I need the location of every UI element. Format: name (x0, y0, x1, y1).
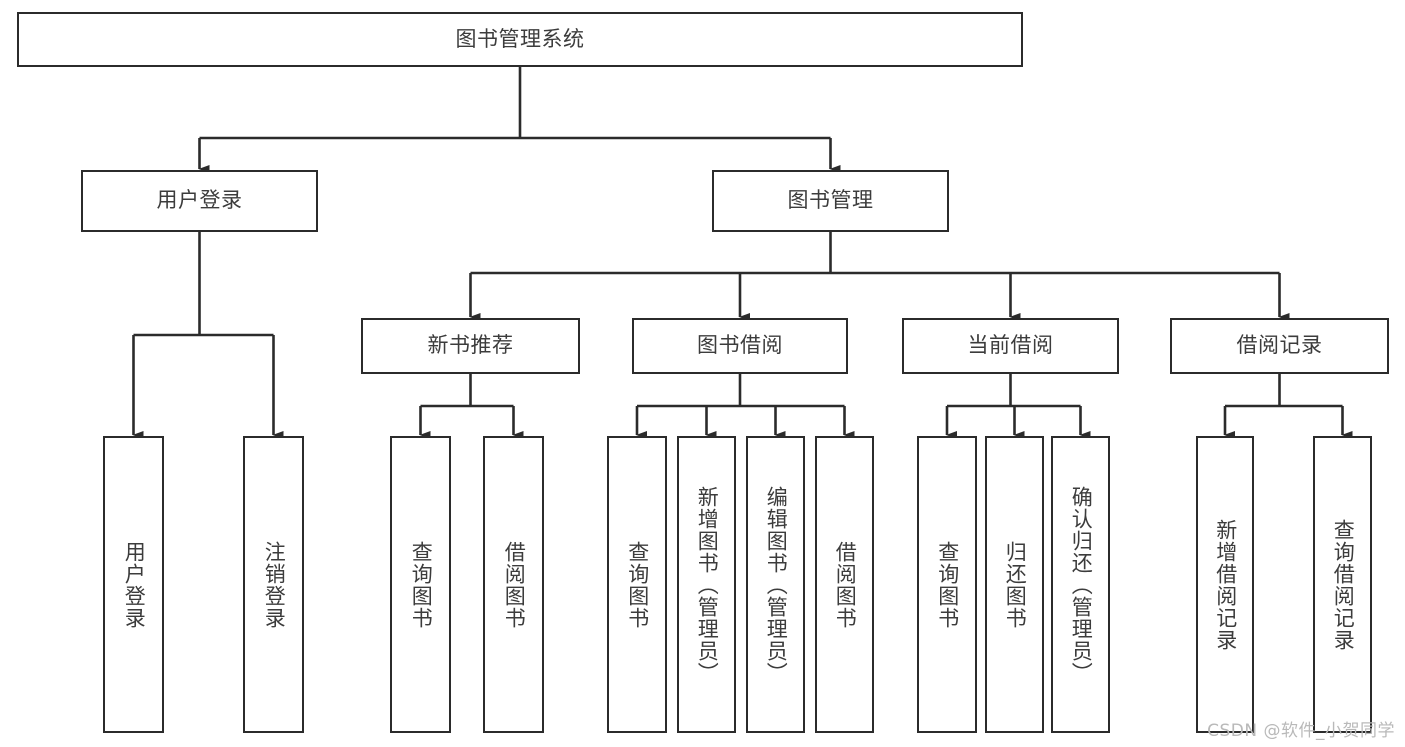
node-label: 借阅图书 (833, 540, 858, 629)
node-label: 当前借阅 (967, 333, 1054, 358)
node-borrow-record[interactable]: 借阅记录 (1170, 318, 1389, 374)
node-leaf-logout[interactable]: 注销登录 (243, 436, 304, 733)
node-label: 用户登录 (156, 188, 243, 213)
node-label: 图书管理 (787, 188, 874, 213)
node-leaf-query-book-3[interactable]: 查询图书 (917, 436, 977, 733)
node-user-login[interactable]: 用户登录 (81, 170, 318, 232)
node-leaf-add-book[interactable]: 新增图书（管理员） (677, 436, 736, 733)
node-label: 借阅记录 (1236, 333, 1323, 358)
node-leaf-query-record[interactable]: 查询借阅记录 (1313, 436, 1372, 733)
node-label: 查询图书 (625, 540, 650, 629)
node-leaf-edit-book[interactable]: 编辑图书（管理员） (746, 436, 805, 733)
node-label: 确认归还（管理员） (1069, 485, 1094, 684)
node-leaf-query-book-1[interactable]: 查询图书 (390, 436, 451, 733)
node-label: 编辑图书（管理员） (764, 485, 789, 684)
node-label: 查询借阅记录 (1331, 518, 1356, 651)
node-label: 查询图书 (935, 540, 960, 629)
watermark: CSDN @软件_小贺同学 (1207, 721, 1395, 741)
node-book-borrow[interactable]: 图书借阅 (632, 318, 848, 374)
node-book-manage[interactable]: 图书管理 (712, 170, 949, 232)
node-leaf-confirm-return[interactable]: 确认归还（管理员） (1051, 436, 1110, 733)
node-leaf-borrow-book-1[interactable]: 借阅图书 (483, 436, 544, 733)
node-root[interactable]: 图书管理系统 (17, 12, 1023, 67)
node-label: 图书借阅 (697, 333, 783, 358)
node-leaf-return-book[interactable]: 归还图书 (985, 436, 1044, 733)
node-label: 归还图书 (1003, 540, 1028, 629)
node-leaf-add-record[interactable]: 新增借阅记录 (1196, 436, 1254, 733)
node-label: 新书推荐 (427, 333, 514, 358)
node-label: 图书管理系统 (455, 26, 585, 51)
node-label: 新增借阅记录 (1213, 518, 1238, 651)
node-leaf-query-book-2[interactable]: 查询图书 (607, 436, 667, 733)
node-label: 查询图书 (409, 540, 434, 629)
node-current-borrow[interactable]: 当前借阅 (902, 318, 1119, 374)
node-label: 新增图书（管理员） (695, 485, 720, 684)
node-new-book-rec[interactable]: 新书推荐 (361, 318, 580, 374)
node-leaf-borrow-book-2[interactable]: 借阅图书 (815, 436, 874, 733)
node-label: 借阅图书 (502, 540, 527, 629)
node-label: 用户登录 (122, 540, 147, 629)
node-leaf-user-login[interactable]: 用户登录 (103, 436, 164, 733)
node-label: 注销登录 (262, 540, 287, 629)
